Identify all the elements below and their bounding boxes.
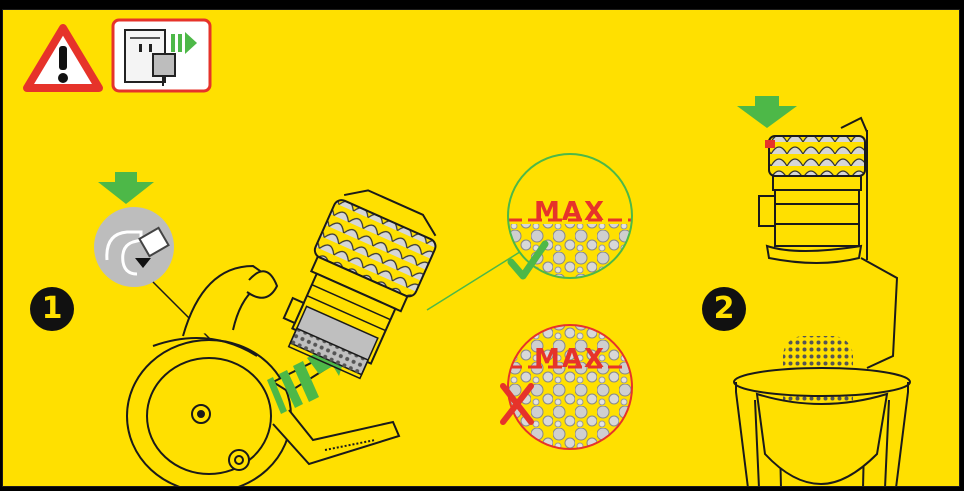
cyclone-bin (274, 180, 446, 385)
max-label-ok: MAX (534, 197, 606, 227)
max-level-ok-detail: MAX (508, 154, 638, 284)
warning-triangle-icon (27, 28, 99, 88)
illustration: MAX MAX (3, 10, 960, 487)
max-label-full: MAX (534, 344, 606, 374)
unplug-icon (113, 20, 210, 91)
bin-emptying (759, 118, 897, 368)
trash-can (734, 368, 910, 487)
down-arrow-icon (98, 172, 154, 204)
instruction-panel: MAX MAX (2, 9, 960, 487)
step-2-badge: 2 (702, 287, 746, 331)
max-level-full-detail: MAX (503, 310, 638, 450)
down-arrow-icon-2 (737, 96, 797, 128)
step-1-badge: 1 (30, 287, 74, 331)
